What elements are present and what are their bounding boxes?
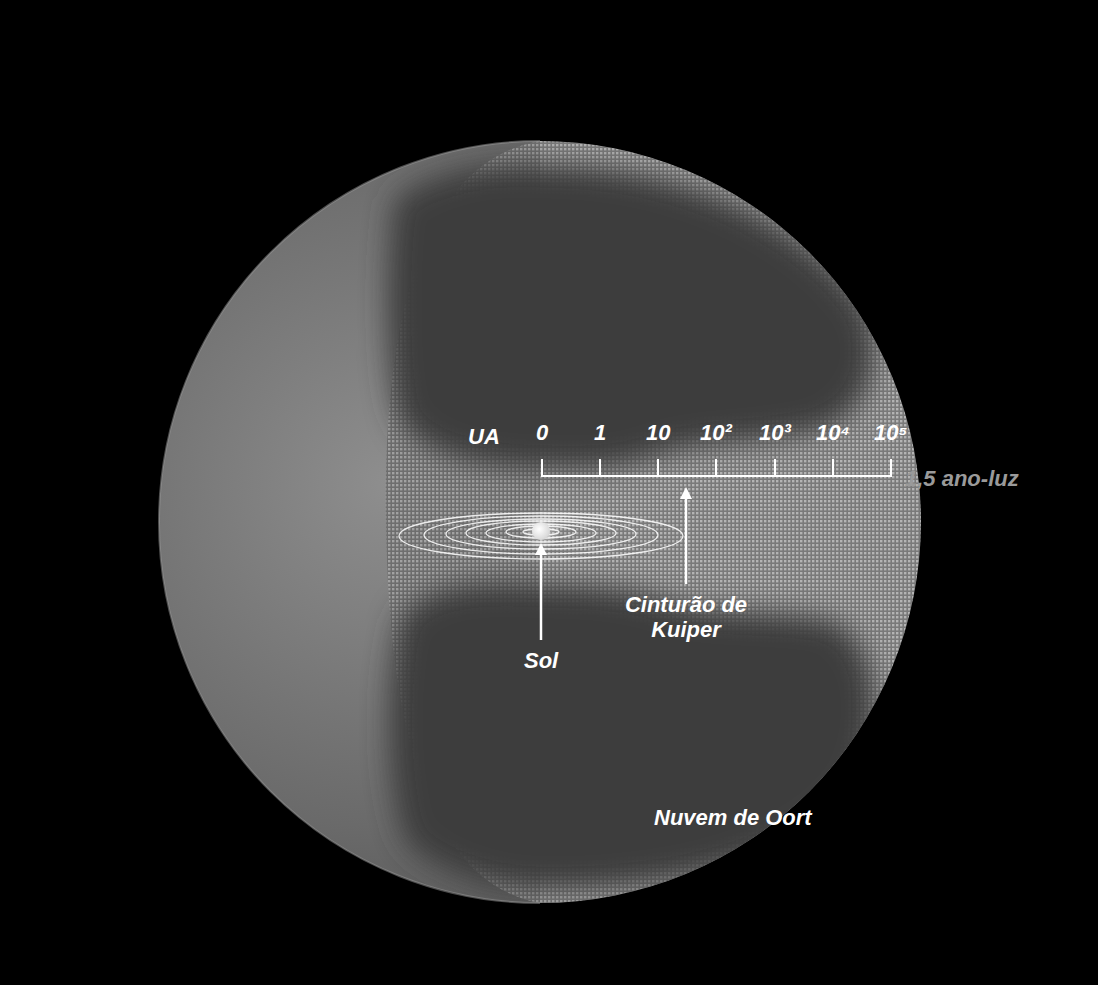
region-label: Nuvem de Oort [654,805,812,830]
unit-label: UA [468,424,500,449]
cavity-upper [388,164,874,469]
kuiper-pointer [680,487,692,584]
scale-tick [774,459,776,476]
scale-number: 10⁴ [816,420,850,445]
cut-faces [386,141,921,903]
sun [532,522,550,540]
distance-note: 1,5 ano-luz [905,466,1019,491]
scale-tick [599,459,601,476]
scale-tick [715,459,717,476]
scale-number: 10³ [759,420,791,445]
scale-number: 0 [536,420,548,445]
cavity-lower [389,583,874,890]
sun-pointer [535,543,547,640]
leader-line [540,552,543,640]
scale-number: 10² [700,420,732,445]
scale-bar [541,459,892,476]
scale-tick [890,459,892,476]
scale-tick [832,459,834,476]
arrowhead [680,487,692,499]
scale-tick [541,459,543,476]
scale-tick [657,459,659,476]
arrowhead [535,543,547,555]
scale-number: 1 [594,420,606,445]
scale-number: 10⁵ [874,420,907,445]
inner-cavity [388,164,875,890]
region-label: Cinturão de Kuiper [611,592,761,643]
object-label: Sol [524,648,558,673]
leader-line [685,496,688,584]
scale-number: 10 [646,420,670,445]
oort-sphere [159,141,921,903]
